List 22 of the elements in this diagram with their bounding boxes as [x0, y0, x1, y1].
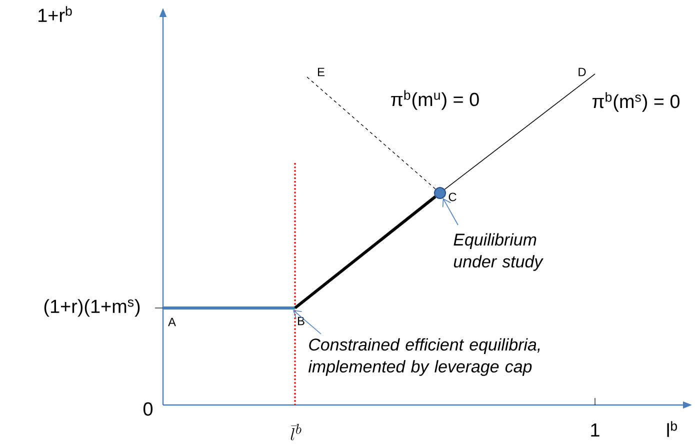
- leader-arrow: [442, 198, 458, 226]
- leader-arrow: [293, 310, 322, 334]
- axis-label: l$^{b}$: [667, 421, 677, 437]
- point-label: B: [298, 316, 304, 326]
- tick-label: $\bar{l}^{b}$: [290, 424, 302, 440]
- point-label: D: [578, 68, 586, 76]
- point-label: C: [448, 192, 456, 202]
- axis-label: 1+r$^{b}$: [38, 6, 72, 22]
- equilibrium-dot: [434, 187, 446, 199]
- tick-label: (1+r)(1+m$^{s}$): [44, 299, 140, 317]
- curve-label: π$^{b}$(m$^{s}$) = 0: [592, 92, 680, 112]
- callout-text: Constrained efficient equilibria, implemented by leverage cap: [308, 338, 540, 376]
- tick-label: 1: [591, 423, 600, 436]
- curve-line: [306, 76, 436, 190]
- point-label: E: [318, 68, 324, 76]
- curve-label: π$^{b}$(m$^{u}$) = 0: [391, 90, 479, 110]
- callout-text: Equilibrium under study: [454, 233, 544, 271]
- curve-line: [294, 196, 436, 310]
- point-label: A: [168, 318, 176, 326]
- tick-label: 0: [143, 402, 153, 416]
- curve-line: [444, 74, 596, 190]
- curve-line: [163, 306, 295, 310]
